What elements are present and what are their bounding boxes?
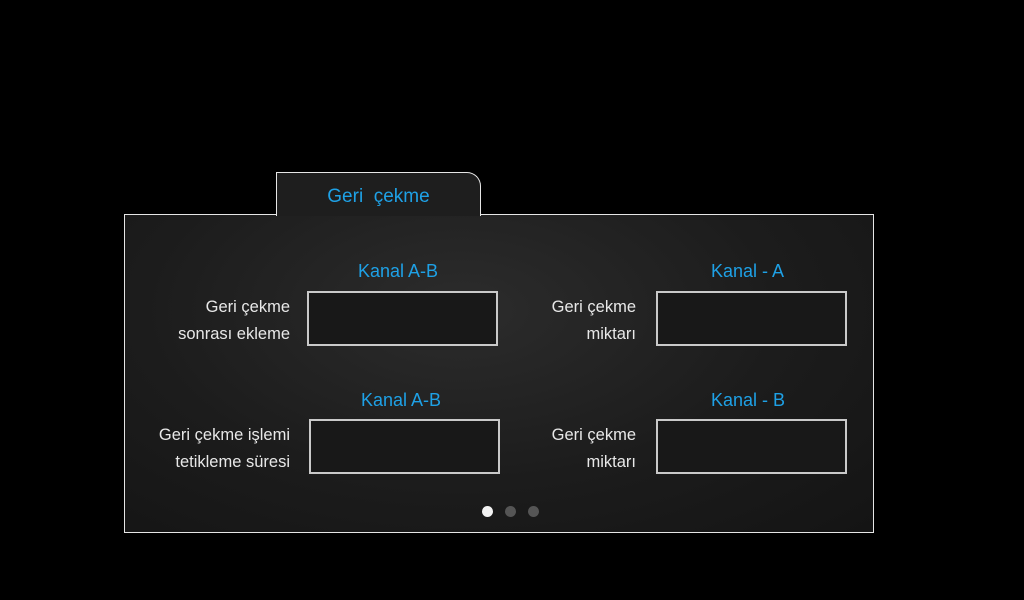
- field-label-line1: Geri çekme: [551, 298, 636, 316]
- field-label-line2: miktarı: [586, 325, 637, 343]
- field-label-line2: miktarı: [586, 453, 637, 471]
- field-label-retract-trigger-time: Geri çekme işlemi tetikleme süresi: [130, 422, 290, 476]
- settings-panel: [124, 214, 874, 533]
- tab-joint: [277, 212, 480, 216]
- retract-amount-input-b[interactable]: [656, 419, 847, 474]
- field-label-line1: Geri çekme: [205, 298, 290, 316]
- field-label-line1: Geri çekme: [551, 426, 636, 444]
- retract-add-input-ab[interactable]: [307, 291, 498, 346]
- channel-label-ab-2: Kanal A-B: [361, 390, 442, 410]
- field-label-line1: Geri çekme işlemi: [158, 426, 290, 444]
- retract-amount-input-a[interactable]: [656, 291, 847, 346]
- channel-label-a: Kanal - A: [711, 261, 785, 281]
- page-dot-3[interactable]: [528, 506, 539, 517]
- field-label-retract-amount-b: Geri çekme miktarı: [500, 422, 636, 476]
- field-label-retract-amount-a: Geri çekme miktarı: [500, 294, 636, 348]
- page-dot-2[interactable]: [505, 506, 516, 517]
- channel-label-ab-1: Kanal A-B: [358, 261, 439, 281]
- retract-trigger-time-input-ab[interactable]: [309, 419, 500, 474]
- field-label-line2: sonrası ekleme: [178, 325, 290, 343]
- field-label-line2: tetikleme süresi: [175, 453, 290, 471]
- page-indicator: [482, 506, 539, 517]
- tab-geri-cekme[interactable]: Geri çekme: [276, 172, 481, 216]
- tab-title: Geri çekme: [327, 186, 430, 207]
- channel-label-b: Kanal - B: [711, 390, 786, 410]
- field-label-retract-add: Geri çekme sonrası ekleme: [130, 294, 290, 348]
- page-dot-1[interactable]: [482, 506, 493, 517]
